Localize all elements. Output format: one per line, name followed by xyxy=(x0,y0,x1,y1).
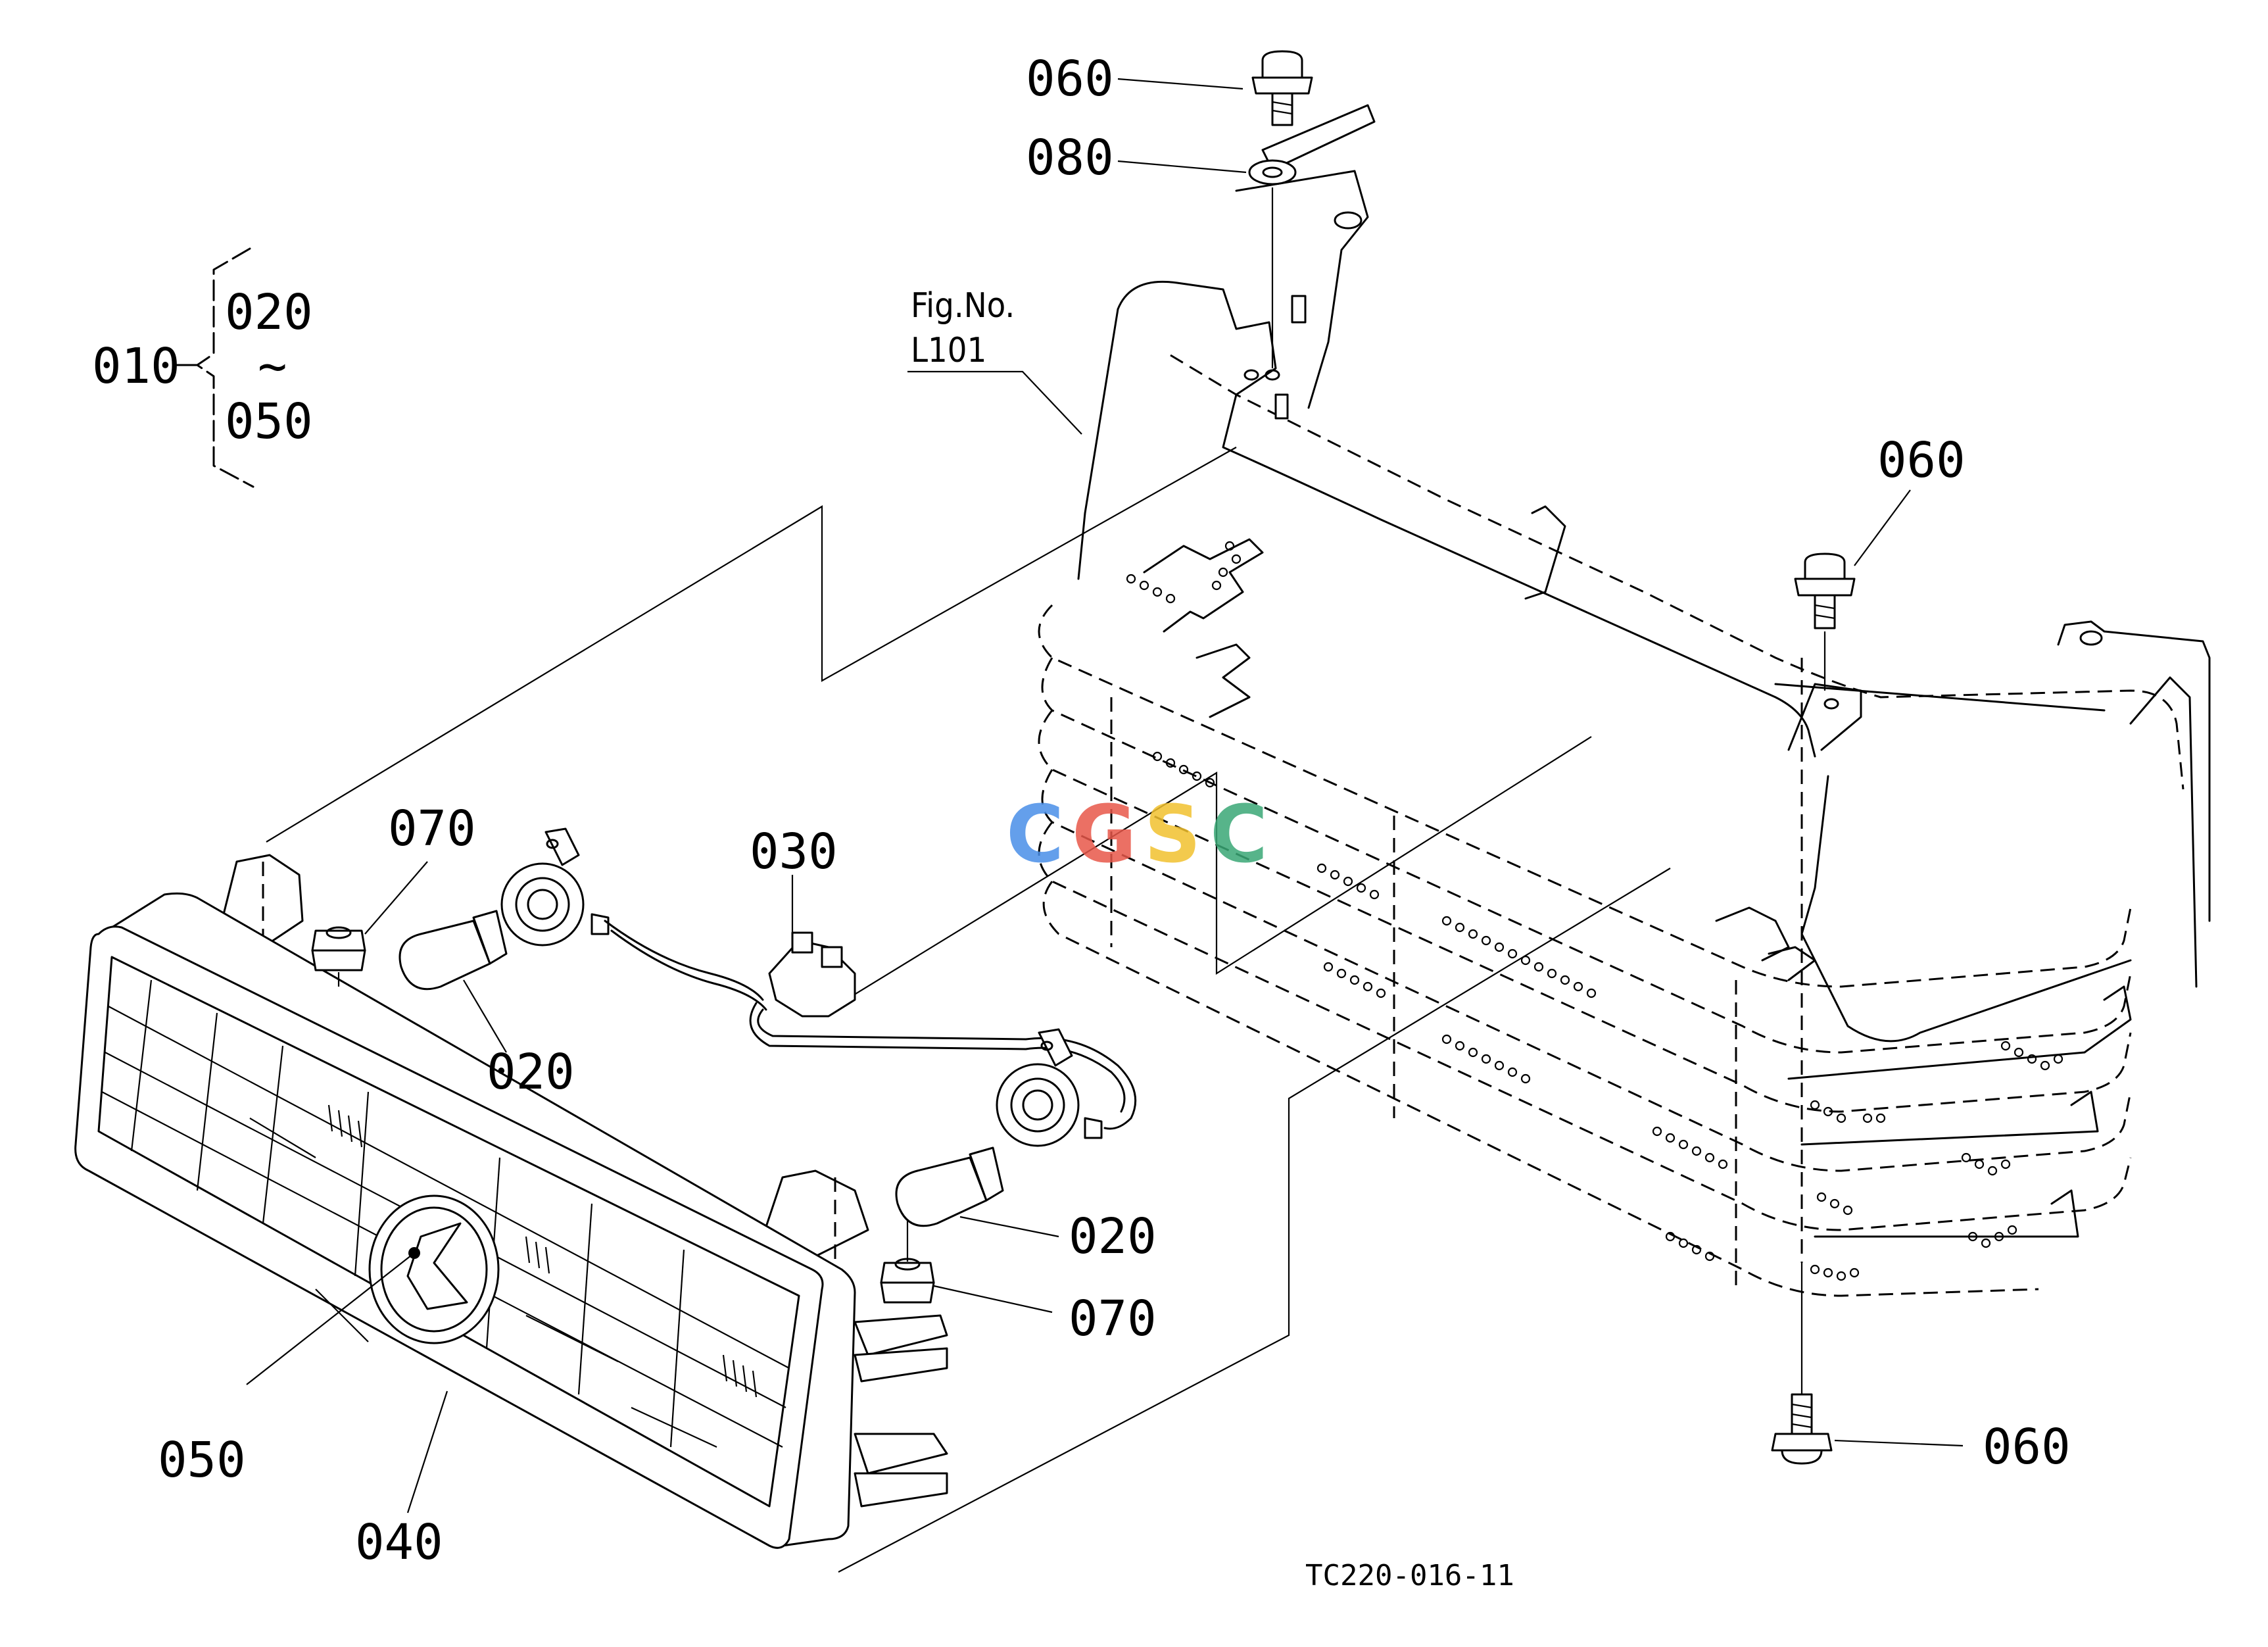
bolt-top xyxy=(1251,50,1313,126)
callout-bolt-bottom: 060 xyxy=(1983,1419,2071,1475)
assembly-main-label: 010 xyxy=(92,338,180,395)
drawing-code: TC220-016-11 xyxy=(1305,1559,1514,1592)
callout-bolt-top: 060 xyxy=(1026,51,1114,107)
bolt-bottom xyxy=(1771,1393,1833,1465)
callout-lens: 040 xyxy=(355,1514,443,1571)
figure-ref-line1: Fig.No. xyxy=(911,286,1015,326)
watermark-letter-4: C xyxy=(1210,789,1268,881)
callout-harness: 030 xyxy=(750,823,838,880)
watermark: C G S C xyxy=(1006,789,1268,881)
assembly-range-tilde: ~ xyxy=(258,338,287,395)
assembly-guide-lines xyxy=(266,447,1671,1573)
assembly-range-start: 020 xyxy=(225,284,313,341)
callout-bulb-right: 020 xyxy=(1069,1208,1157,1265)
socket-left xyxy=(500,827,610,946)
callout-bulb-left: 020 xyxy=(487,1044,575,1100)
bolt-right xyxy=(1794,553,1856,629)
nut-right xyxy=(880,1217,935,1304)
callout-washer-top: 080 xyxy=(1026,130,1114,186)
watermark-letter-3: S xyxy=(1144,789,1201,881)
figure-ref-line2: L101 xyxy=(911,331,986,370)
callout-nut-right: 070 xyxy=(1069,1291,1157,1347)
socket-right xyxy=(996,1028,1103,1147)
washer-top xyxy=(1248,159,1297,185)
figure-reference: Fig.No. L101 xyxy=(907,286,1082,435)
grille-frame xyxy=(1038,170,2211,1297)
assembly-bracket: 010 020 ~ 050 xyxy=(92,247,313,488)
callout-nut-left: 070 xyxy=(388,800,476,857)
watermark-letter-2: G xyxy=(1072,789,1137,881)
nut-left xyxy=(311,926,366,987)
callout-bolt-right: 060 xyxy=(1877,432,1966,489)
bulb-left xyxy=(398,910,508,991)
assembly-range-end: 050 xyxy=(225,393,313,450)
callout-emblem: 050 xyxy=(158,1432,246,1488)
bulb-right xyxy=(895,1146,1004,1227)
watermark-letter-1: C xyxy=(1006,789,1064,881)
emblem xyxy=(368,1194,500,1344)
